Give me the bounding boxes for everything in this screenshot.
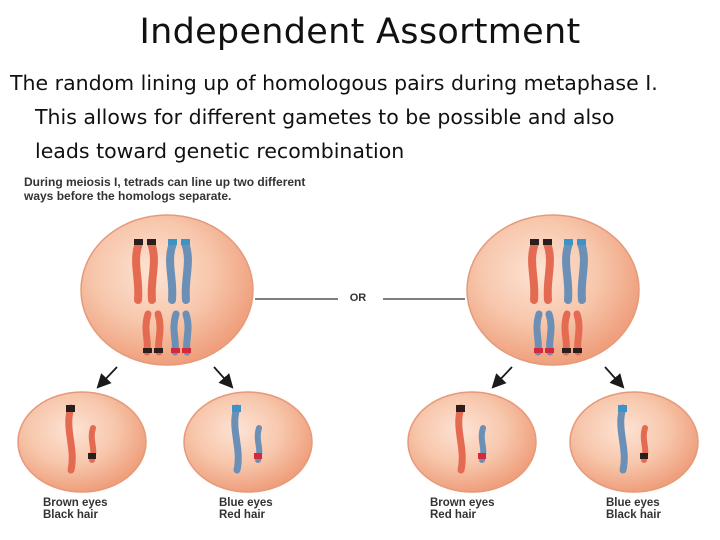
gamete-trait-eyes: Brown eyes — [430, 497, 495, 509]
chromosome-large-blue — [166, 239, 192, 304]
chromosome-small-red — [561, 310, 583, 356]
parent-cell-right — [466, 214, 640, 366]
chromosome-small-blue — [170, 310, 192, 356]
chromosome-small-red — [142, 310, 164, 356]
slide-title: Independent Assortment — [139, 12, 581, 52]
gamete-trait-hair: Red hair — [430, 509, 477, 521]
gamete-trait-hair: Black hair — [43, 509, 98, 521]
gamete-cell-4 — [569, 391, 699, 493]
parent-cell-left — [80, 214, 254, 366]
gamete-cell-1 — [17, 391, 147, 493]
caption-line-1: During meiosis I, tetrads can line up tw… — [24, 175, 306, 189]
bullet-line-3: leads toward genetic recombination — [35, 139, 405, 163]
chromosome-large-blue — [562, 239, 588, 304]
gamete-cell-3 — [407, 391, 537, 493]
figure-caption: During meiosis I, tetrads can line up tw… — [24, 175, 364, 203]
gamete-label-1: Brown eyes Black hair — [43, 497, 108, 521]
chromosome-small-blue — [533, 310, 555, 356]
gamete-label-2: Blue eyes Red hair — [219, 497, 273, 521]
caption-line-2: ways before the homologs separate. — [24, 189, 232, 203]
arrow-icon — [96, 366, 118, 389]
gamete-label-4: Blue eyes Black hair — [606, 497, 661, 521]
gamete-trait-eyes: Brown eyes — [43, 497, 108, 509]
gamete-trait-eyes: Blue eyes — [606, 497, 660, 509]
gamete-trait-hair: Black hair — [606, 509, 661, 521]
chromosome-large-red — [528, 239, 554, 304]
chromosome-large-red — [132, 239, 158, 304]
bullet-line-2: This allows for different gametes to be … — [35, 105, 615, 129]
bullet-line-1: The random lining up of homologous pairs… — [10, 71, 658, 95]
arrow-icon — [491, 366, 513, 389]
gamete-trait-hair: Red hair — [219, 509, 266, 521]
arrow-icon — [604, 366, 625, 389]
or-label: OR — [349, 292, 367, 304]
arrow-icon — [213, 366, 234, 389]
gamete-trait-eyes: Blue eyes — [219, 497, 273, 509]
bullet-text: The random lining up of homologous pairs… — [10, 66, 718, 168]
gamete-label-3: Brown eyes Red hair — [430, 497, 495, 521]
gamete-cell-2 — [183, 391, 313, 493]
